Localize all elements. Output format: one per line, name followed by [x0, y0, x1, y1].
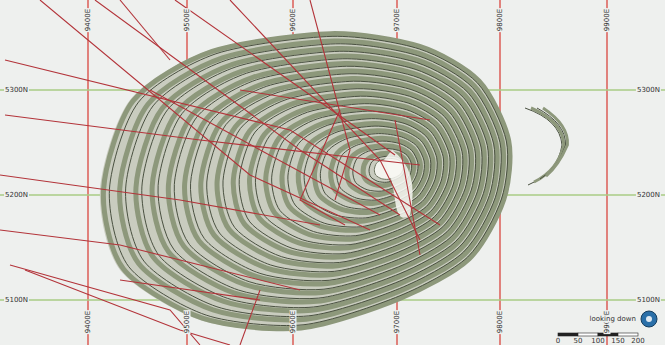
bench-crest: [126, 44, 502, 317]
bench-crest: [190, 74, 475, 281]
bench-band: [537, 108, 566, 179]
northing-label: 5200N: [636, 192, 661, 199]
view-symbol-eye: [646, 316, 652, 322]
northing-label: 5100N: [4, 297, 29, 304]
easting-label: 9600E: [290, 310, 297, 334]
fault-line: [230, 0, 420, 240]
fault-line: [40, 0, 370, 230]
easting-grid-line: [87, 0, 88, 345]
bench-band: [168, 64, 484, 293]
bench-band: [217, 86, 465, 266]
scale-number: 50: [573, 338, 584, 345]
easting-grid-line: [606, 0, 607, 345]
easting-label: 9800E: [497, 8, 504, 32]
bench-crest: [207, 81, 470, 272]
fault-line: [150, 90, 380, 215]
fault-line: [120, 280, 260, 300]
easting-label: 9500E: [184, 310, 191, 334]
easting-label: 9700E: [394, 8, 401, 32]
fault-line: [310, 0, 350, 200]
fault-line: [175, 0, 395, 155]
view-symbol: [641, 311, 657, 327]
bench-crest: [223, 89, 463, 263]
bench-crest: [239, 96, 456, 254]
scale-segment: [618, 333, 638, 336]
fault-line: [0, 230, 300, 290]
bench-band: [103, 34, 510, 329]
fault-line: [10, 265, 200, 345]
fault-line: [240, 90, 430, 120]
scale-number: 0: [555, 338, 561, 345]
pit-footprint: [100, 32, 512, 331]
scale-segment: [578, 333, 598, 336]
bench-band: [136, 49, 497, 311]
fault-line: [0, 175, 320, 225]
scale-bar: [558, 333, 638, 336]
easting-label: 9800E: [497, 310, 504, 334]
view-note: looking down: [588, 316, 637, 323]
fault-line: [300, 110, 345, 225]
easting-label: 9600E: [290, 8, 297, 32]
northing-label: 5300N: [4, 87, 29, 94]
northing-label: 5300N: [636, 87, 661, 94]
fault-line: [240, 290, 260, 345]
bench-band: [233, 93, 459, 257]
fault-line: [5, 60, 440, 225]
scale-number: 100: [590, 338, 605, 345]
bench-crest: [304, 126, 431, 218]
bench-crest: [109, 36, 507, 325]
easting-label: 9700E: [394, 310, 401, 334]
bench-crest: [158, 59, 488, 299]
bench-crest: [272, 111, 444, 236]
easting-label: 9400E: [85, 8, 92, 32]
bench-band: [120, 41, 504, 320]
bench-band: [531, 108, 564, 182]
scale-number: 150: [610, 338, 625, 345]
scale-number: 200: [630, 338, 645, 345]
bench-band: [543, 108, 567, 176]
bench-band: [185, 71, 478, 284]
bench-crest: [288, 119, 437, 227]
northing-label: 5200N: [4, 192, 29, 199]
easting-label: 9400E: [85, 310, 92, 334]
bench-band: [201, 78, 472, 275]
bench-band: [152, 56, 491, 302]
scale-segment: [558, 333, 578, 336]
bench-band: [282, 116, 440, 230]
fault-line: [5, 115, 420, 165]
fault-line: [395, 120, 420, 255]
easting-label: 9500E: [184, 8, 191, 32]
bench-crest: [174, 66, 482, 289]
satellite-benches: [525, 108, 567, 185]
easting-label: 9900E: [604, 8, 611, 32]
bench-crest: [142, 51, 495, 307]
northing-label: 5100N: [636, 297, 661, 304]
pit-benches: [103, 34, 510, 329]
fault-line: [120, 0, 170, 60]
